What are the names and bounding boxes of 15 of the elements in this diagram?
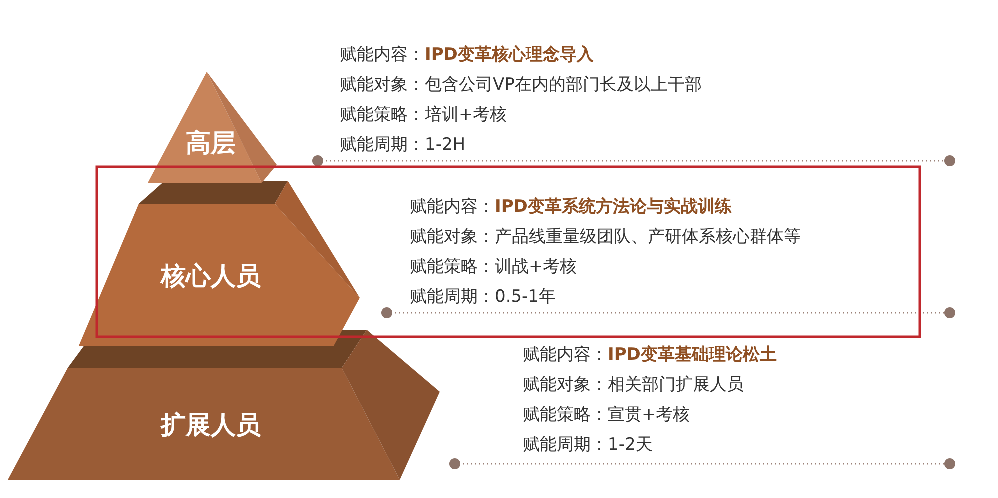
info-text: 赋能周期：0.5-1年 bbox=[410, 287, 556, 307]
info-text: 赋能对象：包含公司VP在内的部门长及以上干部 bbox=[340, 75, 702, 95]
info-text: 赋能策略：培训+考核 bbox=[340, 105, 508, 125]
info-text: 赋能内容：IPD变革系统方法论与实战训练 bbox=[410, 197, 732, 217]
info-text: 赋能周期：1-2H bbox=[340, 135, 466, 155]
info-text: 赋能策略：宣贯+考核 bbox=[523, 405, 690, 425]
info-text: 赋能内容：IPD变革基础理论松土 bbox=[523, 345, 777, 365]
info-text: 赋能内容：IPD变革核心理念导入 bbox=[340, 45, 594, 65]
info-text: 赋能周期：1-2天 bbox=[523, 435, 653, 455]
info-text: 赋能策略：训战+考核 bbox=[410, 257, 578, 277]
info-text: 赋能对象：产品线重量级团队、产研体系核心群体等 bbox=[410, 227, 801, 247]
tier-label: 扩展人员 bbox=[161, 410, 261, 442]
tier-label: 高层 bbox=[186, 128, 236, 160]
tier-label: 核心人员 bbox=[161, 260, 261, 292]
info-text: 赋能对象：相关部门扩展人员 bbox=[523, 375, 744, 395]
